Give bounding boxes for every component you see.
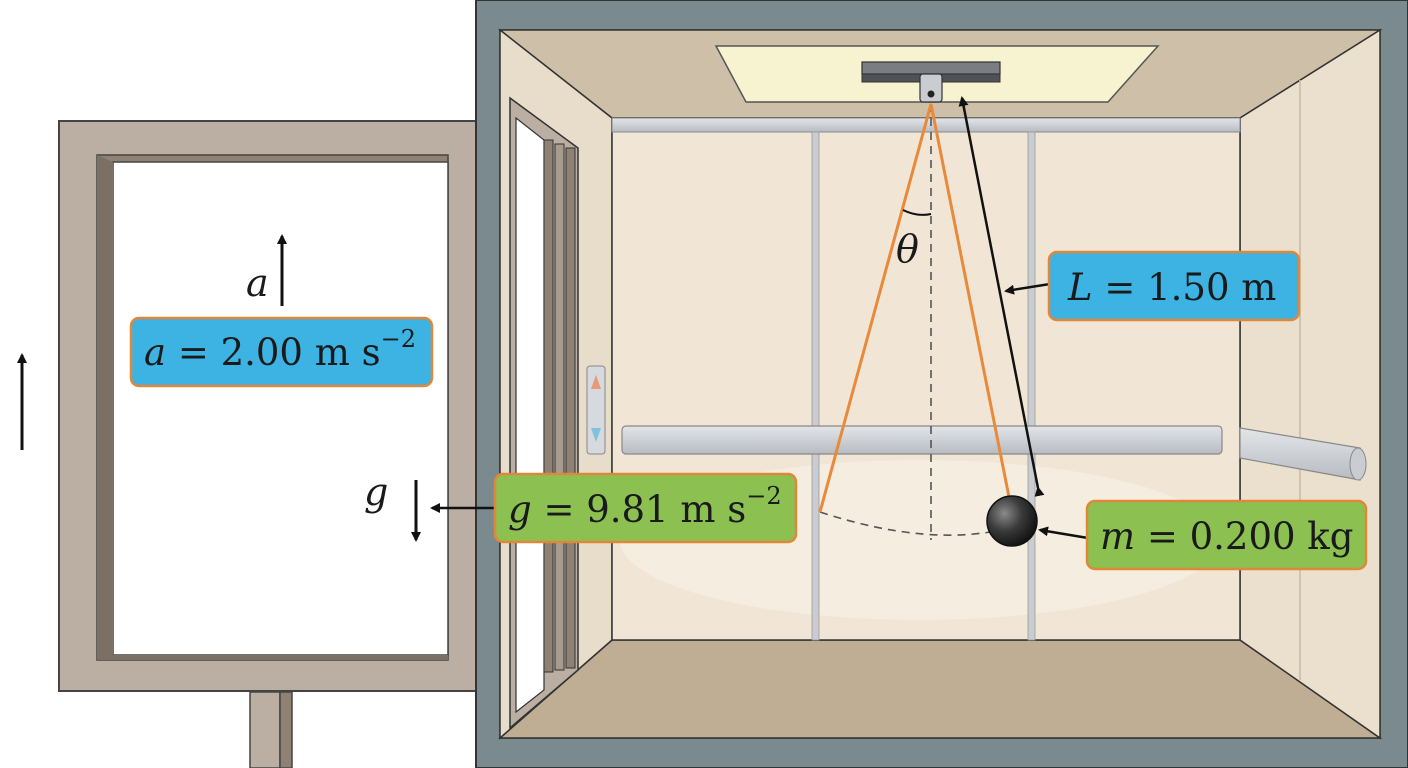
down-triangle-icon[interactable] — [591, 428, 601, 442]
theta-symbol: θ — [896, 227, 919, 271]
pendulum-bob — [986, 495, 1038, 547]
length-leader-arrow — [1004, 282, 1051, 295]
svg-text:L = 1.50 m: L = 1.50 m — [1067, 266, 1276, 309]
pendulum-string-left — [818, 103, 933, 513]
acceleration-box-symbol: a — [144, 331, 166, 374]
acceleration-value-box: a = 2.00 m s−2 — [129, 316, 434, 388]
length-dimension-arrow — [958, 96, 1045, 497]
theta-angle-arc — [902, 209, 932, 216]
mass-box-symbol: m — [1100, 515, 1135, 558]
gravity-box-value: = 9.81 m s — [532, 488, 747, 531]
elevator-exterior-frame — [58, 120, 485, 692]
length-box-symbol: L — [1067, 266, 1093, 309]
call-button-panel[interactable] — [586, 365, 606, 455]
elevator-door — [509, 96, 579, 730]
acceleration-box-exponent: −2 — [381, 325, 416, 353]
handrail-right — [1239, 427, 1367, 481]
mass-box-value: = 0.200 kg — [1135, 515, 1353, 558]
svg-text:m = 0.200 kg: m = 0.200 kg — [1100, 515, 1353, 558]
svg-text:g = 9.81 m s−2: g = 9.81 m s−2 — [508, 482, 782, 531]
svg-text:a = 2.00 m s−2: a = 2.00 m s−2 — [144, 325, 416, 374]
acceleration-symbol: a — [246, 261, 269, 305]
handrail-back — [621, 425, 1223, 455]
up-triangle-icon[interactable] — [591, 375, 601, 389]
mass-leader-arrow — [1038, 526, 1089, 540]
gravity-box-symbol: g — [508, 488, 532, 531]
length-value-box: L = 1.50 m — [1047, 250, 1301, 322]
pendulum-mount — [861, 61, 1001, 103]
gravity-value-box: g = 9.81 m s−2 — [493, 472, 798, 544]
mass-value-box: m = 0.200 kg — [1085, 499, 1368, 571]
acceleration-box-value: = 2.00 m s — [166, 331, 381, 374]
elevator-interior — [475, 0, 1408, 768]
gravity-symbol: g — [364, 470, 388, 514]
gravity-box-exponent: −2 — [746, 482, 781, 510]
support-post — [249, 691, 293, 768]
length-box-value: = 1.50 m — [1093, 266, 1277, 309]
